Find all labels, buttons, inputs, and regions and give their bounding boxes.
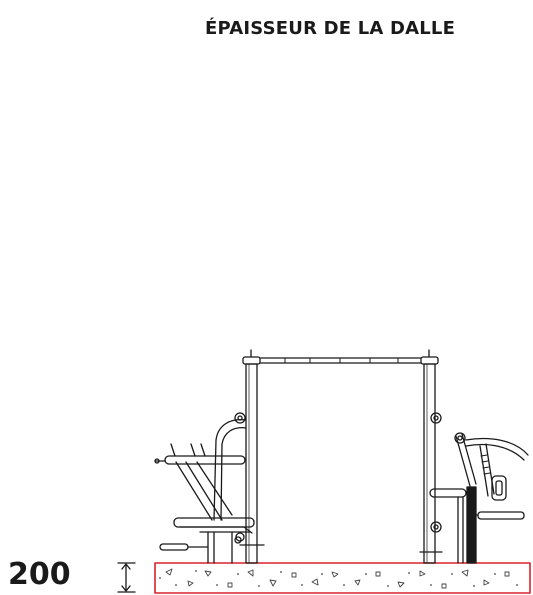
diagram-title: ÉPAISSEUR DE LA DALLE xyxy=(205,18,456,39)
main-frame xyxy=(234,349,443,564)
concrete-slab xyxy=(154,562,531,594)
dimension-marker xyxy=(117,562,136,593)
slab-thickness-value: 200 xyxy=(8,557,71,592)
right-exercise-station xyxy=(429,432,529,564)
left-exercise-station xyxy=(154,419,255,564)
